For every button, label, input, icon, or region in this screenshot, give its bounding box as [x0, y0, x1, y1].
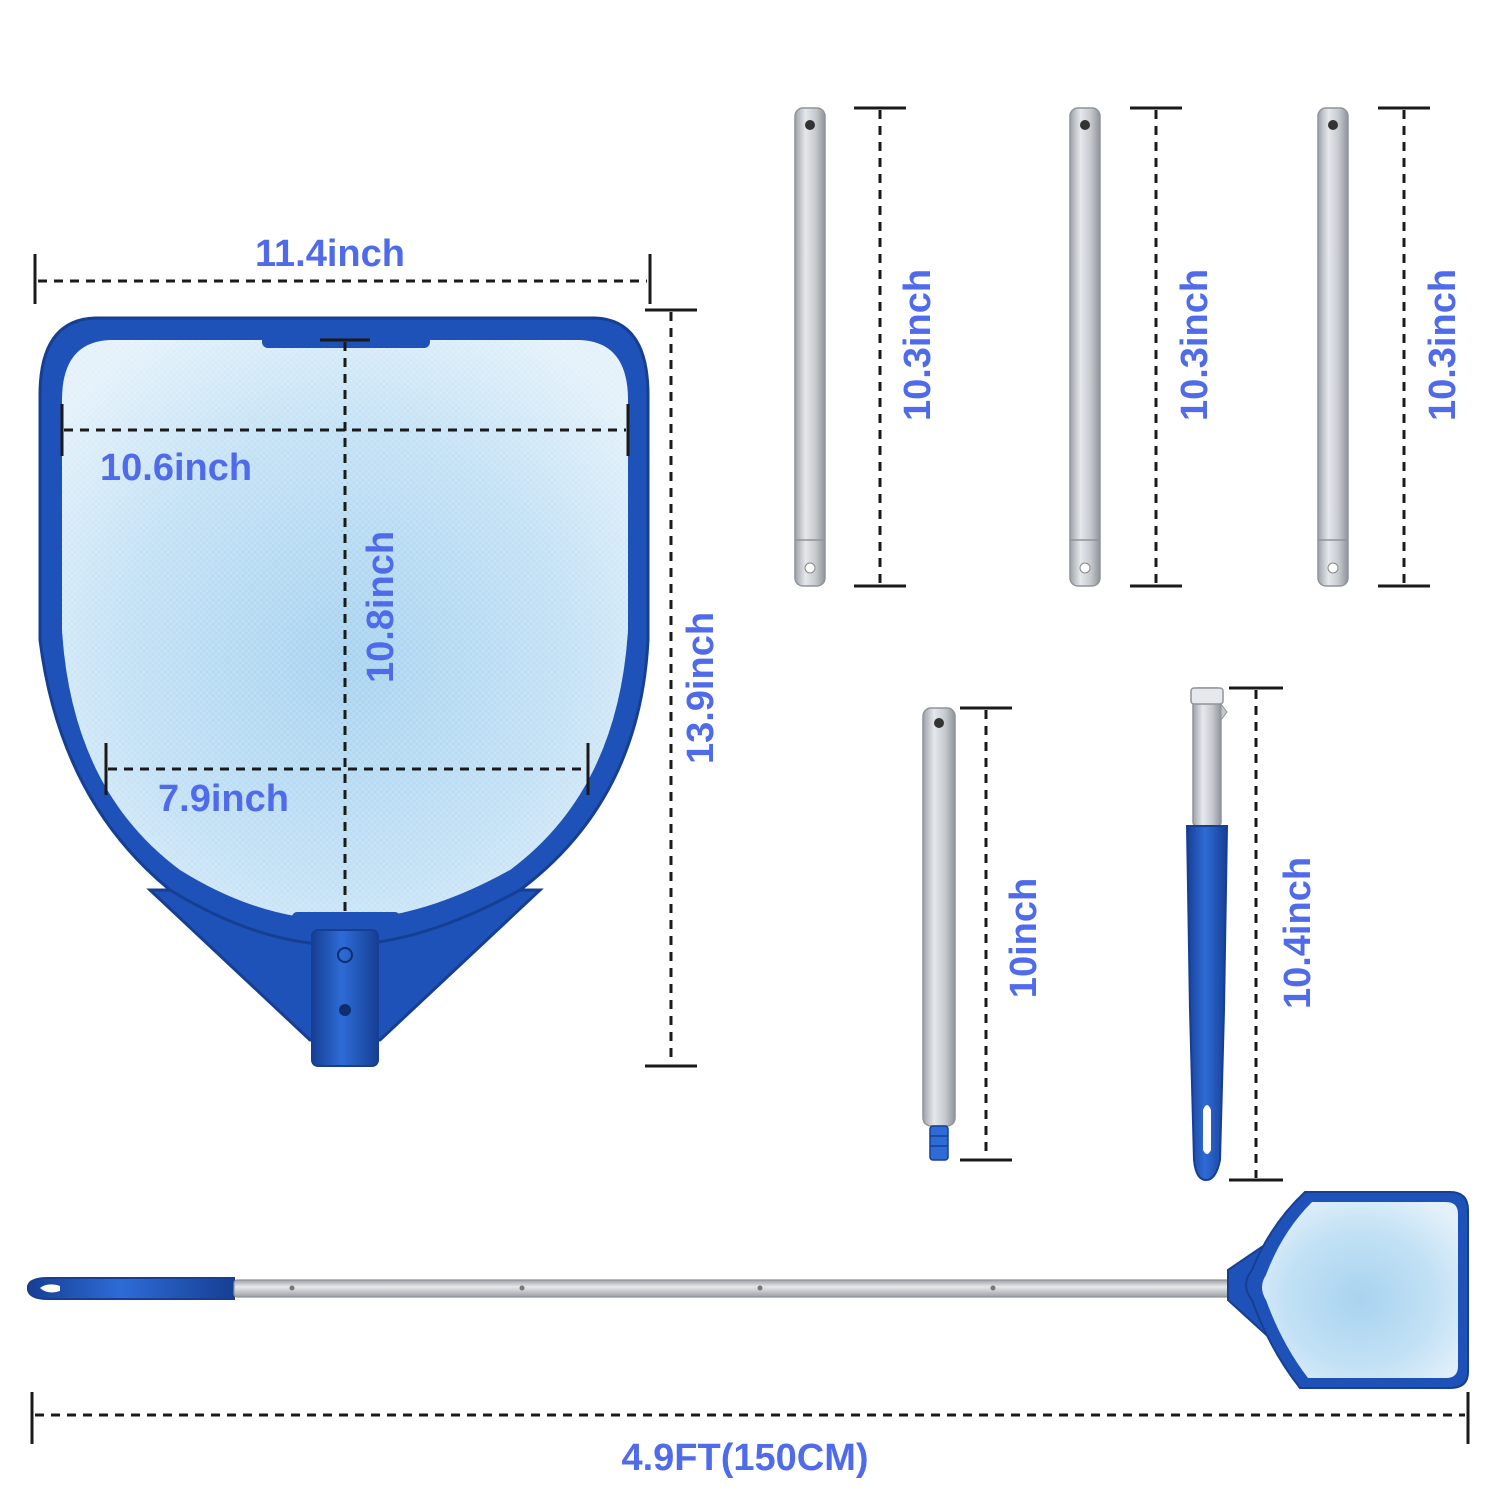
handle-clip [1220, 702, 1228, 722]
label-outer-width: 11.4inch [255, 233, 405, 275]
pole-section-3 [1317, 107, 1349, 587]
label-pole-1: 10.3inch [897, 269, 939, 421]
pole-tube [1317, 107, 1349, 587]
assembled-grip [27, 1277, 235, 1300]
pole-tube [922, 707, 956, 1127]
pole-joint [519, 1285, 525, 1291]
pole-button [804, 562, 816, 574]
net-socket [311, 929, 379, 1067]
label-handle-section: 10.4inch [1277, 857, 1319, 1009]
pole-button [1327, 562, 1339, 574]
handle-section [1185, 687, 1229, 1182]
handle-grip [1185, 825, 1229, 1182]
pole-section-2 [1069, 107, 1101, 587]
net-socket-hole [339, 1004, 351, 1016]
net-dimension-lines [33, 254, 697, 1068]
pole-dimension-lines [854, 106, 1430, 588]
net-dimension-labels: 11.4inch 10.6inch 10.8inch 7.9inch 13.9i… [100, 233, 722, 820]
label-pole-3: 10.3inch [1422, 269, 1464, 421]
label-assembled-length: 4.9FT(150CM) [621, 1437, 868, 1479]
pole-joint [757, 1285, 763, 1291]
pole-hole [1328, 120, 1338, 130]
pole-dimension-labels: 10.3inch 10.3inch 10.3inch [897, 269, 1464, 421]
assembled-hang-loop [40, 1284, 60, 1293]
label-inner-width: 10.6inch [100, 447, 252, 489]
handle-hang-loop [1203, 1105, 1211, 1154]
pole-joint [289, 1285, 295, 1291]
threaded-tip [929, 1125, 949, 1161]
pole-tube [794, 107, 826, 587]
pole-tube [1069, 107, 1101, 587]
label-pole-2: 10.3inch [1174, 269, 1216, 421]
handle-tube [1192, 687, 1222, 827]
assembled-pole [233, 1279, 1231, 1298]
label-lower-width: 7.9inch [158, 778, 289, 820]
assembled-dimension-lines [30, 1392, 1470, 1444]
assembled-skimmer [27, 1191, 1469, 1389]
handle-cap [1190, 687, 1224, 705]
pole-joint [990, 1285, 996, 1291]
label-inner-height: 10.8inch [360, 531, 402, 683]
net-bottom-clip [292, 912, 400, 930]
label-end-section: 10inch [1003, 878, 1045, 998]
pole-hole [805, 120, 815, 130]
end-pole-section [922, 707, 956, 1161]
handle-dimension-lines [1229, 686, 1283, 1182]
pole-hole [1080, 120, 1090, 130]
net-socket-rivet [337, 947, 353, 963]
pole-hole [934, 718, 944, 728]
label-total-height: 13.9inch [680, 612, 722, 764]
pole-section-1 [794, 107, 826, 587]
assembled-net-mesh [1262, 1202, 1458, 1378]
end-section-dimension-lines [960, 706, 1012, 1162]
pole-button [1079, 562, 1091, 574]
